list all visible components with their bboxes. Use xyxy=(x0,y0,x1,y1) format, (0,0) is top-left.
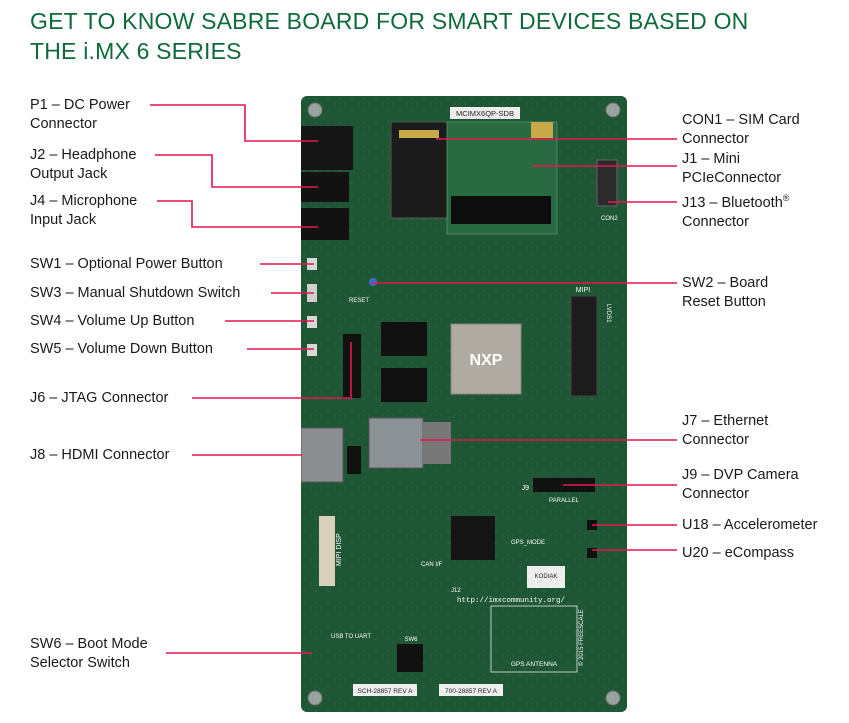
j9-silkscreen: J9 xyxy=(522,485,530,492)
microphone-jack xyxy=(301,208,349,240)
label-j2-line1: J2 – Headphone xyxy=(30,147,137,163)
label-j1-line1: J1 – Mini xyxy=(682,151,741,167)
usb-uart-silkscreen: USB TO UART xyxy=(331,634,371,640)
label-p1-line2: Connector xyxy=(30,116,97,132)
mini-pcie-connector xyxy=(451,196,551,224)
board-model-label: MCIMX6QP-SDB xyxy=(456,109,514,118)
board-pcb xyxy=(301,96,627,712)
label-j7-line2: Connector xyxy=(682,432,749,448)
leader-p1 xyxy=(150,104,318,142)
ecompass-chip xyxy=(587,548,597,558)
label-sw6-line2: Selector Switch xyxy=(30,655,130,671)
sw4-button xyxy=(307,316,317,328)
label-sw4-volume-up: SW4 – Volume Up Button xyxy=(30,313,195,329)
kodiak-label: KODIAK xyxy=(535,574,558,580)
label-j2-headphone: J2 – Headphone Output Jack xyxy=(30,146,136,184)
parallel-silkscreen: PARALLEL xyxy=(549,498,580,504)
label-sw2-line1: SW2 – Board xyxy=(682,275,769,291)
page-title: GET TO KNOW SABRE BOARD FOR SMART DEVICE… xyxy=(30,6,830,66)
label-sw5-volume-down: SW5 – Volume Down Button xyxy=(30,341,213,357)
label-j13-line1: J13 – Bluetooth xyxy=(682,194,783,211)
sw6-silkscreen: SW6 xyxy=(404,637,418,643)
label-j1-mini-pcie: J1 – Mini PCIeConnector xyxy=(682,150,781,188)
nxp-logo: NXP xyxy=(470,352,503,369)
registered-mark: ® xyxy=(782,193,790,203)
imx6-processor xyxy=(450,323,522,395)
lvds-silkscreen: LVDS1 xyxy=(605,304,611,323)
label-j1-line2: PCIeConnector xyxy=(682,170,782,186)
gps-antenna-silkscreen: GPS ANTENNA xyxy=(511,661,558,668)
j12-silkscreen: J12 xyxy=(451,588,461,594)
label-j9-camera: J9 – DVP Camera Connector xyxy=(682,466,799,504)
label-j4-microphone: J4 – Microphone Input Jack xyxy=(30,192,137,230)
boot-mode-switch xyxy=(397,644,423,672)
title-line-1: GET TO KNOW SABRE BOARD FOR SMART DEVICE… xyxy=(30,8,749,34)
label-con1-line1: CON1 – SIM Card xyxy=(682,112,800,128)
leader-j2 xyxy=(155,154,318,188)
con2-silkscreen: CON2 xyxy=(601,216,618,222)
label-sw6-line1: SW6 – Boot Mode xyxy=(30,636,148,652)
mipi-silkscreen: MIPI xyxy=(576,287,590,294)
label-u18-accelerometer: U18 – Accelerometer xyxy=(682,517,818,533)
reset-silkscreen: RESET xyxy=(349,298,369,304)
can-silkscreen: CAN I/F xyxy=(421,562,443,568)
ethernet-connector xyxy=(368,417,424,469)
jtag-connector xyxy=(343,334,361,398)
sw5-button xyxy=(307,344,317,356)
label-j9-line2: Connector xyxy=(682,486,749,502)
label-sw1-power-button: SW1 – Optional Power Button xyxy=(30,256,223,272)
label-p1-line1: P1 – DC Power xyxy=(30,97,130,113)
label-con1-sim: CON1 – SIM Card Connector xyxy=(682,111,800,149)
label-j4-line2: Input Jack xyxy=(30,212,97,228)
label-j13-line2: Connector xyxy=(682,213,749,230)
bluetooth-connector xyxy=(596,159,618,207)
leader-j6 xyxy=(192,342,352,399)
label-j4-line1: J4 – Microphone xyxy=(30,193,138,209)
label-j7-ethernet: J7 – Ethernet Connector xyxy=(682,412,768,450)
leader-j4 xyxy=(157,200,318,228)
copyright-silkscreen: © 2015 FREESCALE xyxy=(578,609,585,666)
label-con1-line2: Connector xyxy=(682,131,749,147)
label-sw2-reset: SW2 – Board Reset Button xyxy=(682,274,768,312)
label-sw2-line2: Reset Button xyxy=(682,294,766,310)
rev-left-label: SCH-28857 REV A xyxy=(358,688,414,695)
label-j13-bluetooth: J13 – Bluetooth® Connector xyxy=(682,189,789,232)
url-silkscreen: http://imxcommunity.org/ xyxy=(457,597,566,605)
label-j8-hdmi: J8 – HDMI Connector xyxy=(30,447,170,463)
reset-button xyxy=(369,278,377,286)
label-j6-jtag: J6 – JTAG Connector xyxy=(30,390,169,406)
label-u20-ecompass: U20 – eCompass xyxy=(682,545,795,561)
title-line-2: THE i.MX 6 SERIES xyxy=(30,38,242,64)
label-sw6-boot-mode: SW6 – Boot Mode Selector Switch xyxy=(30,635,148,673)
label-j7-line1: J7 – Ethernet xyxy=(682,413,769,429)
label-p1-dc-power: P1 – DC Power Connector xyxy=(30,96,130,134)
label-sw3-shutdown: SW3 – Manual Shutdown Switch xyxy=(30,285,241,301)
label-j2-line2: Output Jack xyxy=(30,166,108,182)
label-j9-line1: J9 – DVP Camera xyxy=(682,467,799,483)
gps-mode-silkscreen: GPS_MODE xyxy=(511,540,545,546)
dc-power-connector xyxy=(301,126,353,170)
hdmi-connector xyxy=(301,427,344,483)
sabre-board-image: MCIMX6QP-SDB NXP MIPI J9 PARALLEL MIPI D… xyxy=(301,96,627,712)
mipi-disp-silkscreen: MIPI DISP xyxy=(336,533,343,566)
rev-right-label: 700-28857 REV A xyxy=(445,688,498,695)
